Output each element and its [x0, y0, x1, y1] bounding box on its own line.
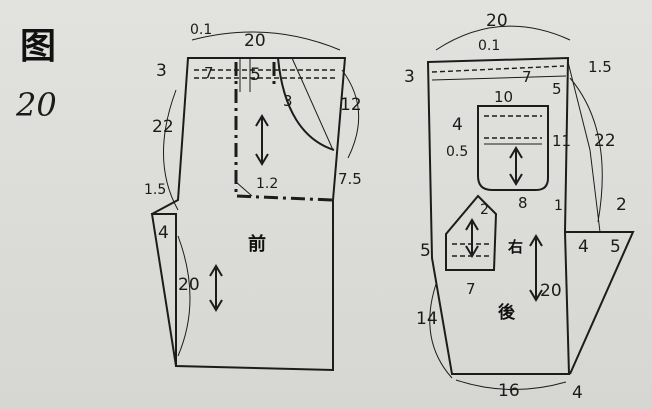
back-flap — [445, 194, 498, 271]
back-label-dart-5: 5 — [552, 80, 562, 98]
back-label-right-drop: 1.5 — [588, 58, 612, 76]
figure-number: 20 — [15, 86, 57, 124]
back-arc-top — [435, 25, 571, 51]
back-label-right-height: 22 — [594, 131, 616, 151]
back-label-lower-height: 20 — [540, 281, 562, 301]
front-label-lower-height: 20 — [178, 275, 200, 295]
front-arc-right — [341, 69, 360, 159]
front-label-pocket-end: 7.5 — [338, 170, 362, 188]
figure-char: 图 — [20, 26, 56, 67]
front-outline — [151, 57, 347, 372]
back-grain-arrow-lower — [529, 234, 543, 302]
back-arc-right — [569, 77, 603, 223]
back-label-pocket-left: 4 — [452, 115, 463, 135]
back-label-pocket-small: 0.5 — [446, 144, 468, 160]
front-label-side-small: 1.5 — [144, 182, 166, 198]
front-pocket-diag — [291, 57, 334, 151]
back-arc-bottom — [455, 379, 567, 391]
back-label-pocket-right: 11 — [552, 132, 571, 150]
back-label-top-width: 20 — [486, 11, 508, 31]
back-flap-arrow — [465, 218, 479, 258]
back-grain-arrow-pocket — [509, 146, 523, 186]
back-label-top-offset: 0.1 — [478, 38, 500, 54]
front-label-pocket-corner: 1.2 — [256, 176, 278, 192]
back-side-panel — [565, 231, 635, 375]
back-arc-lower-left — [429, 283, 453, 379]
back-label-pocket-top: 10 — [494, 88, 513, 106]
back-label-dart-7: 7 — [522, 68, 532, 86]
front-label-dart-left: 7 — [204, 64, 214, 82]
front-label-top-offset: 0.1 — [190, 22, 212, 38]
front-label-left-height: 22 — [152, 117, 174, 137]
front-arc-lower — [177, 235, 191, 357]
front-grain-arrow-upper — [255, 114, 269, 166]
front-title: 前 — [248, 233, 266, 255]
back-label-side-4: 4 — [578, 237, 589, 257]
back-label-left-height: 14 — [416, 309, 438, 329]
back-label-pocket-bottom: 8 — [518, 194, 528, 212]
back-outline — [426, 56, 571, 375]
back-top-line — [431, 75, 567, 81]
back-piece: 20 0.1 3 1.5 10 7 5 4 0.5 11 22 8 1 2 5 … — [404, 11, 635, 403]
back-label-side-2: 2 — [616, 195, 627, 215]
back-label-bottom-right: 4 — [572, 383, 583, 403]
back-label-flap-7: 7 — [466, 280, 476, 298]
front-dart — [239, 58, 251, 92]
front-label-top-width: 20 — [244, 31, 266, 51]
front-label-dart-width: 5 — [250, 65, 261, 85]
front-arc-top — [191, 31, 341, 51]
back-side-slope — [567, 61, 601, 233]
front-label-side-width: 4 — [158, 223, 169, 243]
front-side-panel — [150, 213, 177, 367]
back-label-left-drop: 3 — [404, 67, 415, 87]
back-label-bottom-width: 16 — [498, 381, 520, 401]
back-label-pocket-tick: 1 — [554, 198, 563, 214]
back-title: 後 — [498, 302, 516, 323]
back-pocket — [477, 105, 549, 191]
front-label-left-drop: 3 — [156, 61, 167, 81]
front-arc-left — [163, 89, 179, 211]
back-label-side-5: 5 — [610, 237, 621, 257]
front-piece: 0.1 20 3 7 5 3 12 22 1.2 7.5 1.5 4 20 前 — [144, 22, 362, 372]
front-pocket-line — [234, 62, 333, 202]
front-label-right-height: 12 — [340, 95, 362, 115]
back-label-flap-5: 5 — [420, 241, 431, 261]
back-piece-mark: 右 — [508, 238, 523, 256]
back-top-seam — [431, 65, 565, 73]
front-label-pocket-diag: 3 — [283, 92, 293, 110]
front-pocket-corner — [235, 181, 253, 197]
back-label-flap-2: 2 — [480, 202, 489, 218]
front-grain-arrow-lower — [209, 264, 223, 312]
front-pocket-curve — [277, 57, 335, 151]
